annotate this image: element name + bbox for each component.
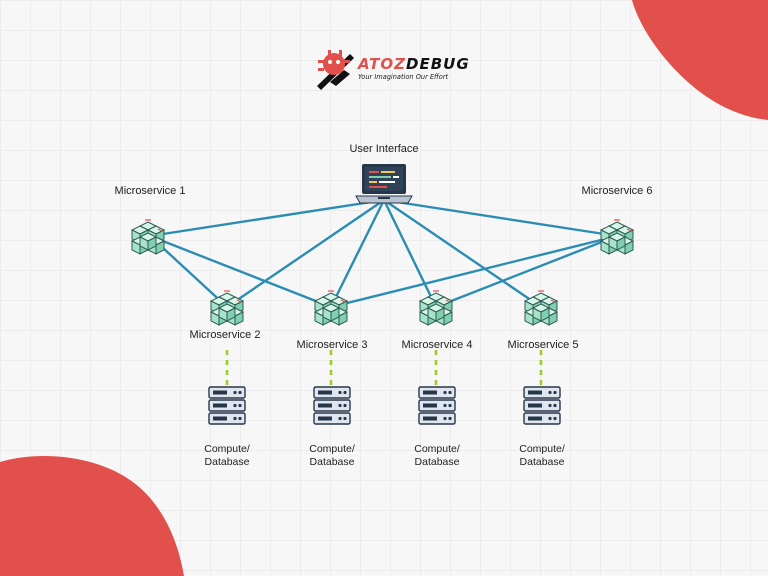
connector-ms1-ms3	[148, 234, 333, 309]
server-icon	[313, 386, 351, 425]
connector-ui-ms1	[148, 198, 386, 238]
database-4-label-line1: Compute/	[414, 443, 460, 455]
microservice-6-node: Microservice 6	[582, 185, 653, 254]
database-2-node: Compute/ Database	[204, 386, 250, 468]
user-interface-label: User Interface	[349, 143, 418, 155]
database-2-label-line2: Database	[205, 456, 250, 468]
database-4-label-line2: Database	[415, 456, 460, 468]
connector-ui-ms3	[329, 198, 386, 309]
microservice-4-node: Microservice 4	[402, 291, 473, 351]
connector-ms6-ms3	[329, 234, 619, 309]
server-icon	[523, 386, 561, 425]
microservice-5-label: Microservice 5	[508, 339, 579, 351]
microservice-1-label: Microservice 1	[115, 185, 186, 197]
microservice-6-label: Microservice 6	[582, 185, 653, 197]
database-2-label-line1: Compute/	[204, 443, 250, 455]
brand-logo: ATOZDEBUG Your Imagination Our Effort	[317, 50, 470, 90]
database-3-label-line1: Compute/	[309, 443, 355, 455]
database-3-label-line2: Database	[310, 456, 355, 468]
server-icon	[418, 386, 456, 425]
connector-ui-ms5	[382, 198, 543, 309]
corner-blob-top-right	[632, 0, 768, 120]
microservice-2-node: Microservice 2	[190, 291, 261, 341]
microservice-4-label: Microservice 4	[402, 339, 473, 351]
cube-cluster-icon	[132, 220, 164, 254]
user-interface-node: User Interface	[349, 143, 419, 204]
database-5-label-line1: Compute/	[519, 443, 565, 455]
database-4-node: Compute/ Database	[414, 386, 460, 468]
microservice-1-node: Microservice 1	[115, 185, 186, 254]
cube-cluster-icon	[420, 291, 452, 325]
bug-icon	[317, 50, 354, 90]
connector-ui-ms4	[382, 198, 438, 309]
brand-name-part1: ATOZ	[357, 55, 406, 73]
brand-name-part2: DEBUG	[406, 55, 470, 73]
microservice-5-node: Microservice 5	[508, 291, 579, 351]
microservice-3-label: Microservice 3	[297, 339, 368, 351]
server-icon	[208, 386, 246, 425]
connector-ui-ms2	[225, 198, 386, 309]
database-5-node: Compute/ Database	[519, 386, 565, 468]
database-5-label-line2: Database	[520, 456, 565, 468]
brand-name: ATOZDEBUG	[357, 55, 470, 73]
database-3-node: Compute/ Database	[309, 386, 355, 468]
brand-tagline: Your Imagination Our Effort	[358, 73, 449, 81]
corner-blob-bottom-left	[0, 456, 184, 576]
connector-ms6-ms4	[434, 234, 619, 309]
cube-cluster-icon	[315, 291, 347, 325]
cube-cluster-icon	[525, 291, 557, 325]
cube-cluster-icon	[601, 220, 633, 254]
connector-ui-ms6	[382, 198, 619, 238]
microservice-2-label: Microservice 2	[190, 329, 261, 341]
connector-lines	[148, 198, 619, 309]
database-links	[225, 350, 543, 385]
laptop-icon	[355, 164, 413, 204]
microservice-3-node: Microservice 3	[297, 291, 368, 351]
